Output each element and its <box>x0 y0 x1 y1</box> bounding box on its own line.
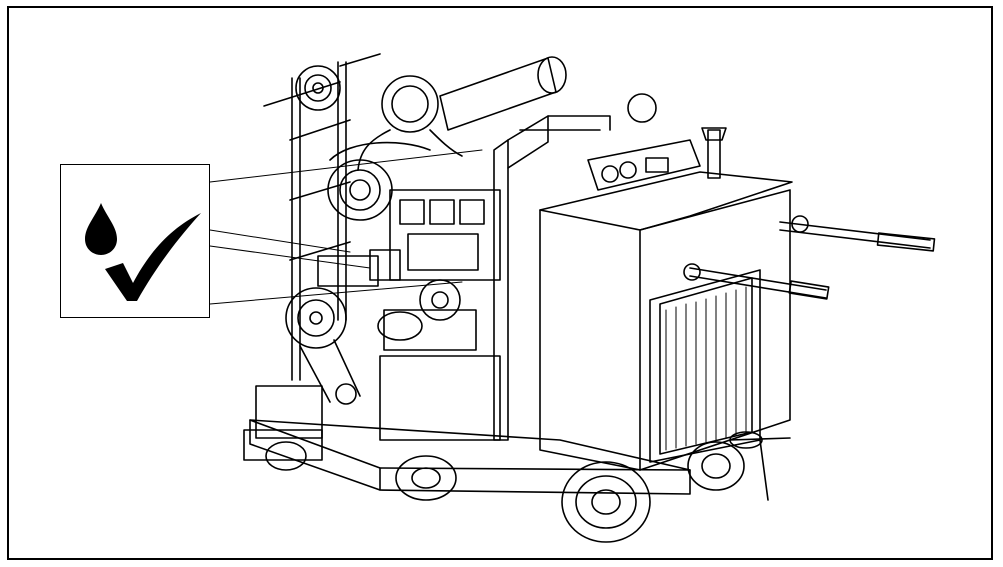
belt-pulley <box>285 287 361 405</box>
wheels <box>265 441 745 543</box>
figure-frame <box>7 6 993 560</box>
control-panel <box>587 93 727 191</box>
air-filter <box>327 141 431 221</box>
handles <box>683 215 936 300</box>
stand <box>729 431 791 501</box>
frame-rack <box>263 53 381 381</box>
muffler <box>357 56 567 171</box>
oil-check-callout <box>60 164 210 318</box>
engine-block <box>317 189 501 351</box>
callout-graphic <box>85 203 201 301</box>
oil-drop-icon <box>85 203 117 255</box>
chassis <box>243 355 691 495</box>
mast <box>493 115 611 441</box>
radiator-grille <box>665 286 747 451</box>
checkmark-icon <box>105 213 201 301</box>
